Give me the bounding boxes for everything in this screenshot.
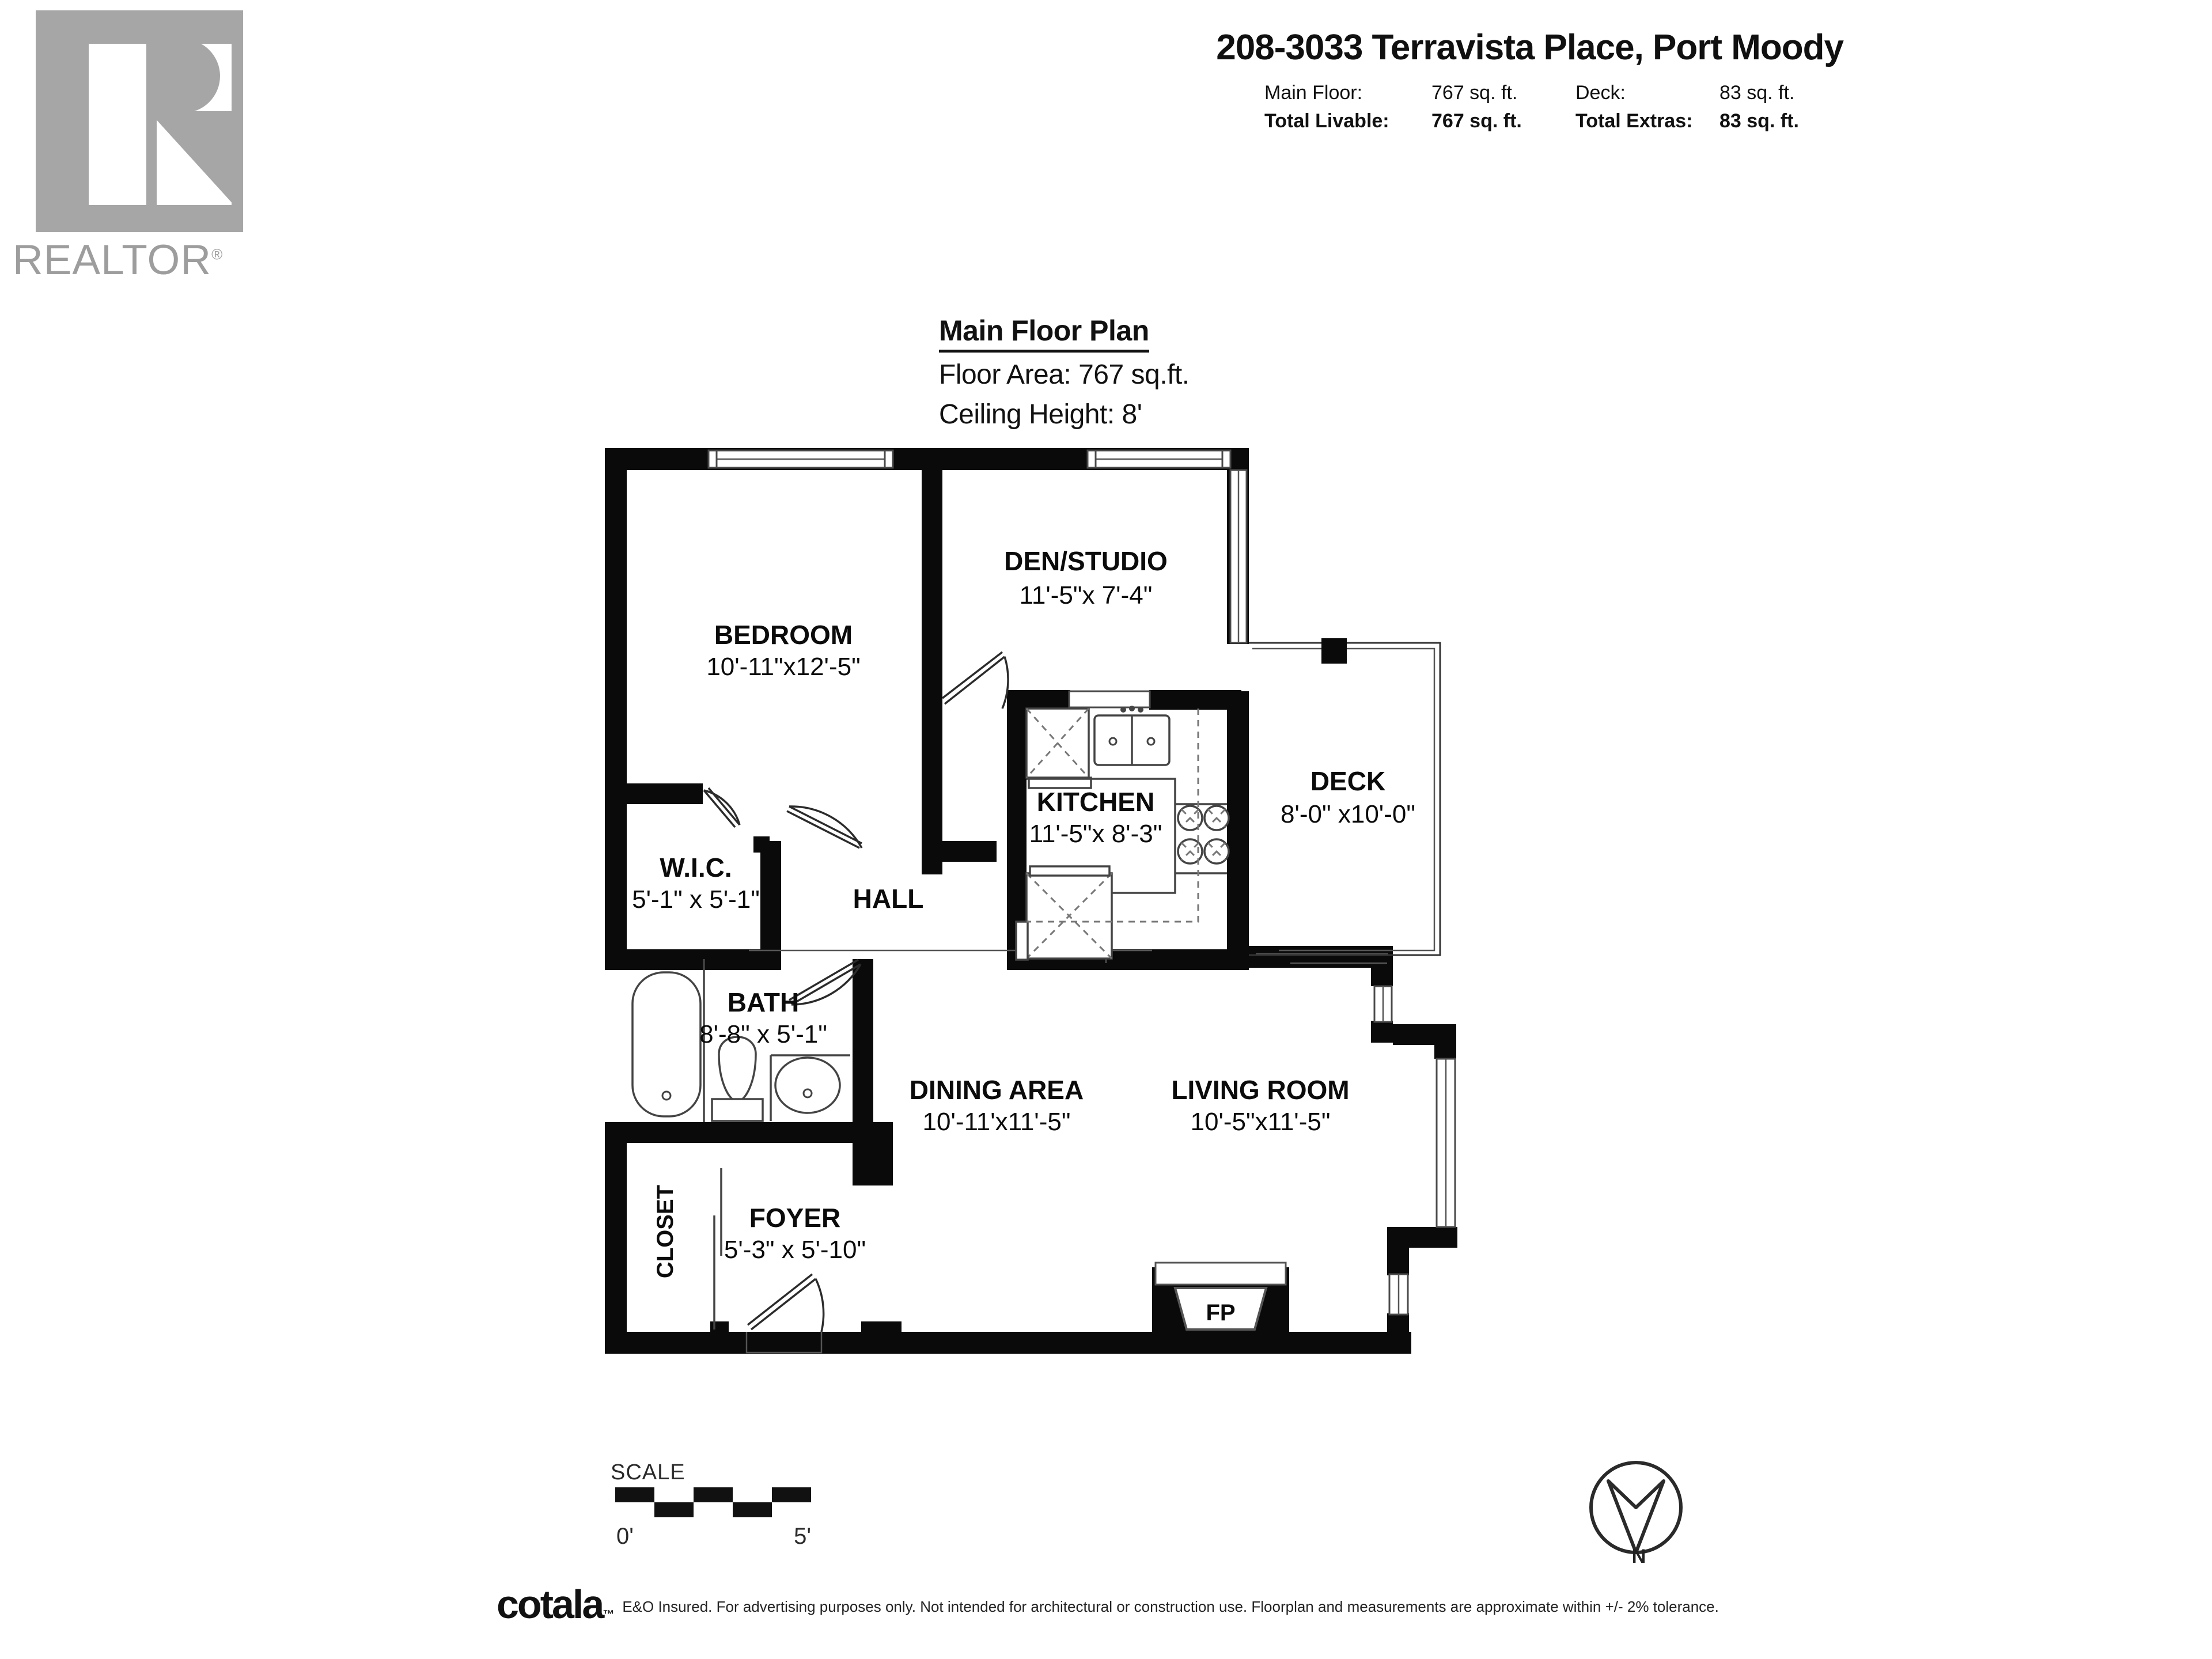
- realtor-logo: REALTOR®: [13, 10, 283, 298]
- realtor-r-bowl: [154, 39, 220, 113]
- room-dim-wic: 5'-1" x 5'-1": [632, 885, 760, 914]
- realtor-wordmark-text: REALTOR: [13, 237, 212, 283]
- deck-post: [1321, 638, 1347, 664]
- bath-fixtures: [631, 959, 850, 1122]
- room-label-deck: DECK: [1310, 766, 1385, 796]
- bathtub-icon: [631, 971, 702, 1118]
- trademark-mark: ™: [603, 1608, 615, 1621]
- dishwasher-icon: [1015, 865, 1113, 961]
- realtor-r-icon: [36, 10, 243, 232]
- sink-icon: [770, 1054, 850, 1121]
- area-summary-table: Main Floor: 767 sq. ft. Deck: 83 sq. ft.…: [1264, 79, 1843, 136]
- room-dim-living: 10'-5"x11'-5": [1191, 1108, 1331, 1136]
- room-label-closet: CLOSET: [653, 1185, 678, 1278]
- room-label-den: DEN/STUDIO: [1004, 546, 1168, 576]
- room-labels: BEDROOM 10'-11"x12'-5" DEN/STUDIO 11'-5"…: [632, 546, 1415, 1278]
- compass-north-label: N: [1631, 1546, 1646, 1567]
- room-dim-dining: 10'-11'x11'-5": [923, 1108, 1071, 1136]
- deck-label: Deck:: [1575, 82, 1626, 104]
- main-floor-label: Main Floor:: [1264, 82, 1363, 104]
- room-dim-bedroom: 10'-11"x12'-5": [706, 653, 860, 681]
- total-livable-label: Total Livable:: [1264, 110, 1389, 132]
- total-livable-value: 767 sq. ft.: [1431, 110, 1522, 132]
- compass-icon: [1589, 1461, 1683, 1554]
- footer: cotala™ E&O Insured. For advertising pur…: [497, 1582, 1879, 1627]
- scale-start-label: 0': [616, 1524, 634, 1549]
- header: 208-3033 Terravista Place, Port Moody Ma…: [979, 28, 1844, 136]
- floor-plan-drawing: FP BEDROOM 10'-11"x12'-5" DEN/STUDIO 11'…: [605, 448, 1457, 1354]
- fireplace: FP: [1152, 1262, 1289, 1334]
- cotala-logo: cotala™: [497, 1582, 615, 1627]
- room-dim-deck: 8'-0" x10'-0": [1281, 800, 1415, 828]
- scale-bar: SCALE 0' 5': [611, 1460, 853, 1570]
- room-label-dining: DINING AREA: [910, 1075, 1084, 1105]
- room-dim-kitchen: 11'-5"x 8'-3": [1029, 820, 1162, 848]
- deck-value: 83 sq. ft.: [1719, 82, 1795, 104]
- kitchen-sink-icon: [1093, 706, 1171, 766]
- room-label-wic: W.I.C.: [660, 853, 732, 882]
- total-extras-value: 83 sq. ft.: [1719, 110, 1799, 132]
- plan-ceiling-height: Ceiling Height: 8': [939, 399, 1142, 430]
- fireplace-label: FP: [1206, 1300, 1235, 1325]
- plan-title-block: Main Floor Plan Floor Area: 767 sq.ft. C…: [939, 314, 1457, 431]
- scale-label: SCALE: [611, 1460, 685, 1484]
- scale-end-label: 5': [794, 1524, 811, 1549]
- plan-floor-area: Floor Area: 767 sq.ft.: [939, 359, 1190, 390]
- north-arrow-icon: [1607, 1479, 1665, 1554]
- scale-bar-graphic: [615, 1487, 811, 1517]
- closet-rod: [713, 1168, 722, 1330]
- room-label-bedroom: BEDROOM: [714, 620, 853, 650]
- room-label-foyer: FOYER: [749, 1203, 840, 1233]
- kitchen-fixtures: [1015, 706, 1230, 963]
- total-extras-label: Total Extras:: [1575, 110, 1693, 132]
- room-dim-foyer: 5'-3" x 5'-10": [724, 1236, 866, 1264]
- plan-heading: Main Floor Plan: [939, 314, 1149, 353]
- page-title: 208-3033 Terravista Place, Port Moody: [1216, 28, 1844, 67]
- room-label-hall: HALL: [853, 884, 924, 914]
- area-summary-row: Main Floor: 767 sq. ft. Deck: 83 sq. ft.: [1264, 79, 1843, 107]
- deck-outline: [1249, 638, 1441, 956]
- area-summary-row: Total Livable: 767 sq. ft. Total Extras:…: [1264, 107, 1843, 135]
- stove-icon: [1177, 805, 1230, 865]
- room-dim-den: 11'-5"x 7'-4": [1020, 581, 1153, 609]
- room-label-kitchen: KITCHEN: [1037, 787, 1154, 817]
- compass-rose: N: [1578, 1455, 1699, 1587]
- main-floor-value: 767 sq. ft.: [1431, 82, 1518, 104]
- windows: [707, 449, 1456, 1316]
- doors: [703, 651, 1009, 1354]
- toilet-icon: [711, 1036, 764, 1122]
- registered-mark: ®: [211, 245, 224, 263]
- realtor-wordmark: REALTOR®: [13, 236, 283, 284]
- room-label-bath: BATH: [728, 987, 799, 1017]
- cotala-wordmark: cotala: [497, 1582, 604, 1627]
- room-dim-bath: 8'-8" x 5'-1": [699, 1020, 827, 1048]
- realtor-left-bar: [89, 44, 146, 205]
- room-label-living: LIVING ROOM: [1171, 1075, 1349, 1105]
- disclaimer-text: E&O Insured. For advertising purposes on…: [622, 1598, 1719, 1615]
- refrigerator-icon: [1025, 707, 1092, 789]
